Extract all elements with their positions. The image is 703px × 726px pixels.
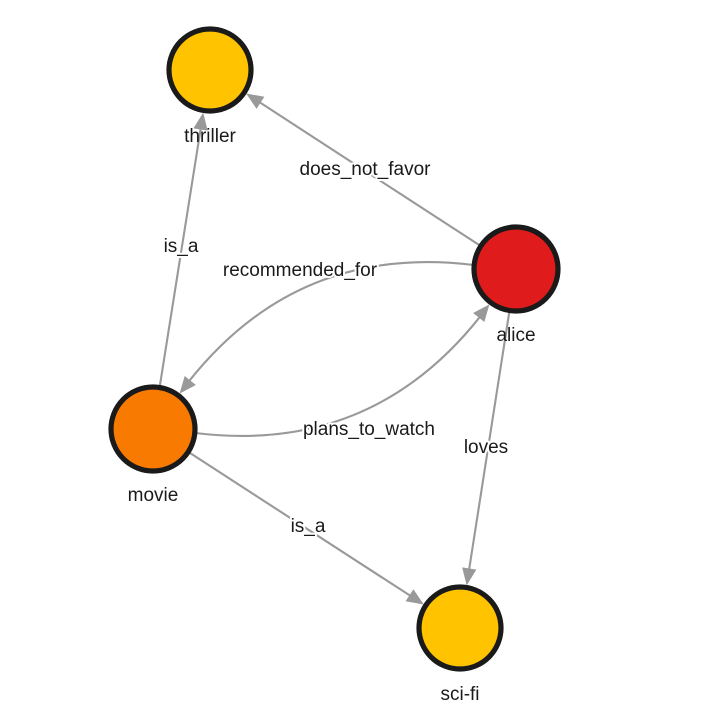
arrowhead-movie-to-sci-fi	[405, 589, 424, 605]
graph-node-thriller[interactable]	[166, 26, 254, 114]
arrowhead-movie-to-alice	[473, 304, 490, 323]
edge-label-alice-thriller: does_not_favor	[300, 159, 432, 180]
edge-label-alice-movie: plans_to_watch	[303, 419, 435, 440]
edge-movie-to-thriller[interactable]	[158, 125, 203, 386]
nodes-layer	[108, 26, 561, 672]
edges-layer	[158, 93, 511, 605]
edge-label-halo-movie-scifi: is_a	[291, 516, 326, 537]
graph-node-sci-fi[interactable]	[416, 584, 504, 672]
graph-node-movie[interactable]	[108, 384, 198, 474]
edge-label-halo-alice-thriller: does_not_favor	[300, 159, 432, 180]
edge-label-alice-scifi: loves	[464, 437, 508, 458]
node-label-thriller: thriller	[184, 126, 236, 147]
edge-movie-to-sci-fi[interactable]	[189, 452, 413, 598]
edge-label-halo-alice-movie: plans_to_watch	[303, 419, 435, 440]
edge-label-halo-movie-thriller: is_a	[164, 236, 199, 257]
edge-alice-to-sci-fi[interactable]	[467, 312, 511, 573]
edge-label-movie-scifi: is_a	[291, 516, 326, 537]
node-labels-layer: thriller alice movie sci-fi	[128, 126, 536, 705]
edge-label-halo-movie-alice: recommended_for	[223, 260, 378, 281]
edge-alice-to-movie[interactable]	[187, 261, 473, 384]
arrowhead-alice-to-thriller	[246, 93, 265, 109]
node-label-alice: alice	[496, 325, 535, 346]
arrowhead-alice-to-sci-fi	[462, 567, 477, 586]
edge-movie-to-alice[interactable]	[196, 314, 482, 437]
edge-label-movie-thriller: is_a	[164, 236, 199, 257]
arrowhead-movie-to-thriller	[193, 112, 208, 131]
edge-alice-to-thriller[interactable]	[257, 100, 480, 246]
node-label-movie: movie	[128, 485, 179, 506]
arrowhead-alice-to-movie	[179, 375, 196, 394]
edge-label-movie-alice: recommended_for	[223, 260, 378, 281]
graph-node-alice[interactable]	[471, 224, 561, 314]
node-label-sci-fi: sci-fi	[440, 684, 479, 705]
edge-labels-layer: does_not_favordoes_not_favorrecommended_…	[162, 157, 511, 539]
edge-label-halo-alice-scifi: loves	[464, 437, 508, 458]
